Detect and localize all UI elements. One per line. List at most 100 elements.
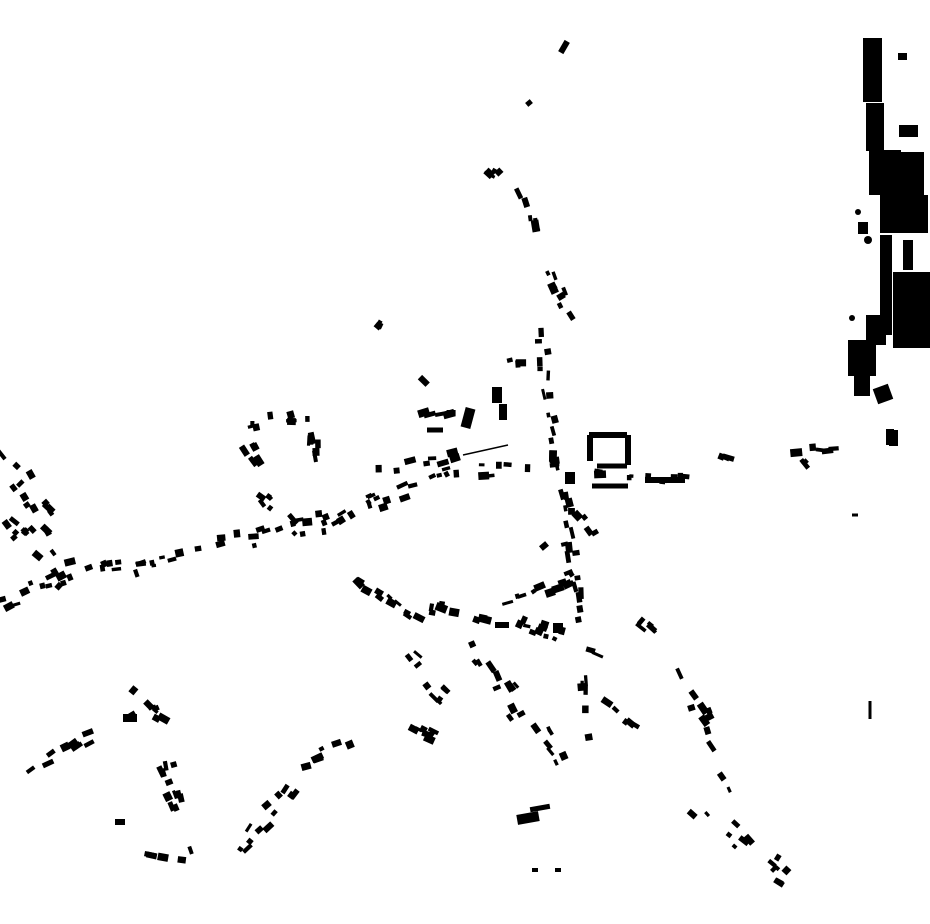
building <box>0 595 7 604</box>
building <box>703 726 712 736</box>
building <box>880 235 892 335</box>
building <box>422 681 432 691</box>
building <box>460 407 476 429</box>
building <box>611 705 620 714</box>
building <box>8 516 20 527</box>
building <box>533 581 546 592</box>
building <box>558 39 570 55</box>
building <box>301 517 313 527</box>
building <box>115 819 125 825</box>
building <box>177 856 187 864</box>
building <box>157 852 169 862</box>
building <box>393 467 400 474</box>
building <box>158 768 167 778</box>
building <box>2 601 15 612</box>
building <box>583 675 589 687</box>
building <box>375 321 384 330</box>
building <box>580 680 584 687</box>
building <box>242 843 253 854</box>
building <box>686 808 698 820</box>
building <box>854 372 870 396</box>
building <box>135 559 147 567</box>
building <box>515 359 527 367</box>
building <box>558 750 569 762</box>
building <box>403 608 412 617</box>
building <box>575 591 583 603</box>
building <box>597 463 627 469</box>
building <box>799 457 811 470</box>
building <box>492 387 502 403</box>
building <box>494 167 504 177</box>
building <box>0 448 7 461</box>
building <box>255 525 266 533</box>
building <box>543 633 549 640</box>
building <box>568 507 575 515</box>
building <box>848 340 876 376</box>
building <box>789 448 803 458</box>
building <box>499 404 507 420</box>
building <box>305 415 310 422</box>
building <box>571 509 584 522</box>
town-buildings <box>0 39 894 888</box>
building <box>557 578 568 588</box>
building <box>629 720 641 730</box>
building <box>584 733 593 742</box>
building <box>525 99 533 107</box>
building <box>331 738 343 748</box>
building <box>514 187 524 200</box>
building <box>488 473 495 478</box>
building <box>352 576 365 590</box>
building <box>404 653 414 663</box>
building <box>551 636 558 642</box>
building <box>280 783 290 795</box>
building <box>556 301 564 310</box>
building <box>143 699 155 711</box>
building <box>187 845 194 855</box>
building <box>70 741 84 752</box>
building <box>274 790 283 800</box>
building <box>852 513 858 517</box>
building <box>738 835 750 847</box>
building <box>492 684 502 692</box>
building <box>532 868 538 872</box>
building <box>434 410 448 418</box>
building <box>417 374 430 387</box>
building <box>25 765 36 775</box>
building <box>41 758 55 769</box>
building <box>31 549 44 562</box>
silo <box>855 209 861 215</box>
building <box>507 702 518 715</box>
building <box>903 240 913 270</box>
building <box>564 497 574 508</box>
building <box>114 559 122 565</box>
building <box>478 613 488 622</box>
building <box>375 464 382 473</box>
building <box>306 435 311 446</box>
building <box>54 581 64 591</box>
building <box>536 357 543 367</box>
building <box>485 660 497 674</box>
building <box>522 623 531 629</box>
building <box>143 850 157 859</box>
building <box>151 707 159 715</box>
building <box>9 483 18 493</box>
building <box>413 660 423 669</box>
building <box>261 799 272 811</box>
building <box>446 447 459 458</box>
building <box>651 628 658 634</box>
building <box>533 626 544 637</box>
building <box>19 491 30 503</box>
building <box>561 286 569 297</box>
building <box>866 315 886 345</box>
building <box>553 759 559 766</box>
building <box>315 439 321 449</box>
building <box>506 357 514 363</box>
building <box>549 456 560 465</box>
building <box>524 464 531 473</box>
building <box>237 845 244 853</box>
building <box>716 771 727 782</box>
building <box>448 607 460 618</box>
building <box>407 723 420 735</box>
building <box>529 803 551 813</box>
building <box>868 701 872 719</box>
